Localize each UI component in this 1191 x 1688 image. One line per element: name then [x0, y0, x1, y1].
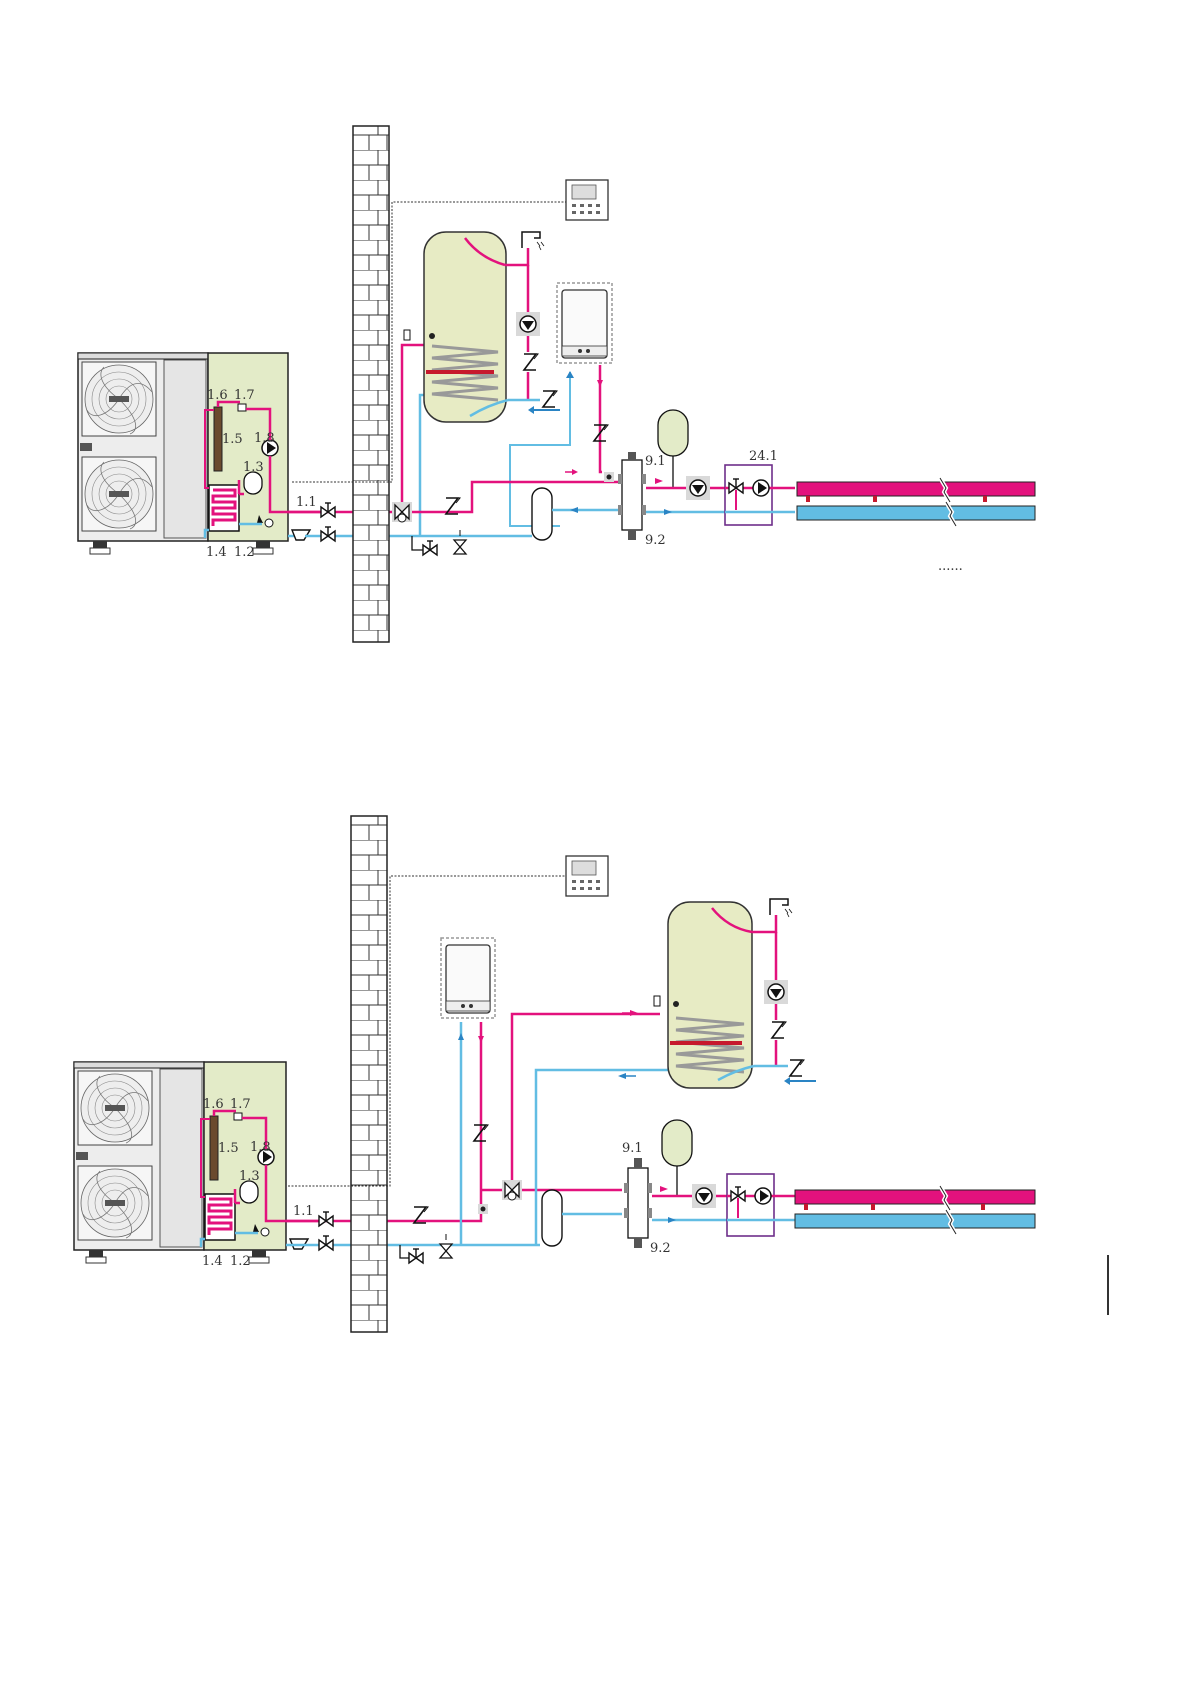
mixing-module-icon — [725, 465, 795, 525]
shutoff-valve-supply-icon — [321, 503, 335, 517]
three-way-valve-icon — [392, 502, 412, 522]
shutoff-valve-return-icon — [321, 527, 335, 541]
drain-valve-icon-2 — [409, 1249, 423, 1263]
controller-icon-2 — [566, 856, 608, 896]
dhw-tank-icon — [424, 232, 508, 422]
label-1-5-b: 1.5 — [218, 1141, 239, 1156]
diagram-bottom: 1.6 1.7 1.5 1.8 1.3 1.1 1.4 1.2 — [74, 816, 1108, 1332]
label-1-6-b: 1.6 — [203, 1097, 224, 1112]
hydraulic-separator-icon-2 — [624, 1158, 652, 1248]
label-ellipsis: ...... — [938, 559, 963, 574]
label-1-6: 1.6 — [207, 388, 228, 403]
heating-pump-icon — [686, 476, 710, 500]
label-1-8: 1.8 — [254, 431, 275, 446]
label-1-1: 1.1 — [296, 495, 317, 510]
expansion-vessel-internal-icon — [244, 472, 262, 494]
sensor-icon-2 — [654, 996, 660, 1006]
tap-icon — [522, 232, 544, 250]
label-9-2: 9.2 — [645, 533, 666, 548]
gas-boiler-icon — [557, 283, 612, 363]
safety-valve-icon — [454, 530, 466, 554]
unit-foot-right — [253, 541, 273, 554]
unit-foot-left — [90, 541, 110, 554]
label-1-7: 1.7 — [234, 388, 255, 403]
label-1-5: 1.5 — [222, 432, 243, 447]
label-1-8-b: 1.8 — [250, 1140, 271, 1155]
label-1-3: 1.3 — [243, 460, 264, 475]
floor-heating-manifold-icon-2 — [795, 1186, 1035, 1234]
diagram-top: 1.6 1.7 1.5 1.8 1.3 1.1 1.4 1.2 — [78, 126, 1035, 642]
label-9-2-b: 9.2 — [650, 1241, 671, 1256]
check-valve-dhw-icon-2 — [772, 1022, 786, 1038]
unit-foot-left-2 — [86, 1250, 106, 1263]
air-vent-icon — [238, 404, 246, 411]
gas-boiler-icon-2 — [441, 938, 495, 1018]
hydraulic-separator-icon — [618, 452, 646, 540]
expansion-vessel-icon — [658, 410, 688, 488]
label-9-1: 9.1 — [645, 454, 666, 469]
check-valve-dhw-icon — [524, 354, 538, 370]
safety-valve-icon-2 — [440, 1234, 452, 1258]
backup-heater-icon-2 — [210, 1116, 218, 1180]
check-valve-cold-inlet-icon-2 — [790, 1060, 804, 1076]
dhw-tank-icon-2 — [668, 902, 754, 1088]
tap-icon-2 — [770, 899, 792, 917]
expansion-vessel-icon-2 — [662, 1120, 692, 1196]
dhw-recirculation-pump-icon-2 — [764, 980, 788, 1004]
expansion-vessel-internal-icon-2 — [240, 1181, 258, 1203]
label-1-7-b: 1.7 — [230, 1097, 251, 1112]
label-9-1-b: 9.1 — [622, 1141, 643, 1156]
label-1-2-b: 1.2 — [230, 1254, 251, 1269]
drain-valve-icon — [423, 541, 437, 555]
label-1-2: 1.2 — [234, 545, 255, 560]
mixing-module-icon-2 — [727, 1174, 795, 1236]
backup-heater-icon — [214, 407, 222, 471]
label-1-3-b: 1.3 — [239, 1169, 260, 1184]
buffer-tank-icon-2 — [542, 1190, 562, 1246]
label-24-1: 24.1 — [749, 449, 778, 464]
sensor-icon — [404, 330, 410, 340]
air-vent-icon-2 — [234, 1113, 242, 1120]
controller-icon — [566, 180, 608, 220]
unit-foot-right-2 — [249, 1250, 269, 1263]
label-1-1-b: 1.1 — [293, 1204, 314, 1219]
label-1-4: 1.4 — [206, 545, 227, 560]
buffer-tank-icon — [532, 488, 552, 540]
shutoff-valve-supply-icon-2 — [319, 1212, 333, 1226]
dhw-recirculation-pump-icon — [516, 312, 540, 336]
three-way-valve-icon-2 — [502, 1180, 522, 1200]
brick-wall-icon-2 — [351, 816, 387, 1332]
floor-heating-manifold-icon — [797, 478, 1035, 526]
label-1-4-b: 1.4 — [202, 1254, 223, 1269]
shutoff-valve-return-icon-2 — [319, 1236, 333, 1250]
brick-wall-icon — [353, 126, 389, 642]
check-valve-cold-inlet-icon — [543, 391, 557, 407]
heating-pump-icon-2 — [692, 1184, 716, 1208]
